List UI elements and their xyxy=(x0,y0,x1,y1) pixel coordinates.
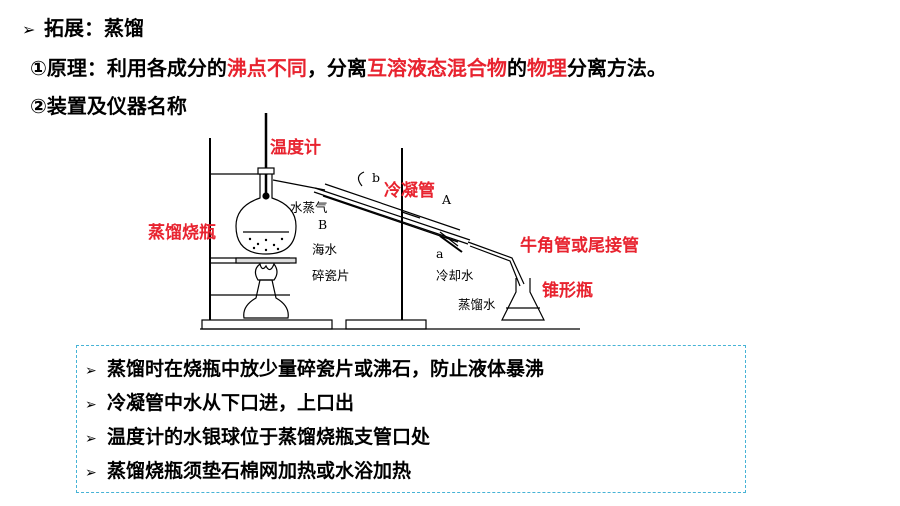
label-A: A xyxy=(441,192,452,207)
stopper xyxy=(257,167,275,175)
label-distilled-water: 蒸馏水 xyxy=(458,297,496,312)
distilling-flask xyxy=(235,174,297,255)
principle-de: 的 xyxy=(506,56,527,80)
note-text: 蒸馏时在烧瓶中放少量碎瓷片或沸石，防止液体暴沸 xyxy=(107,358,545,380)
note-text: 冷凝管中水从下口进，上口出 xyxy=(107,392,355,414)
diagram-labels: 温度计 冷凝管 蒸馏烧瓶 牛角管或尾接管 锥形瓶 水蒸气 B 海水 碎瓷片 b … xyxy=(148,137,639,312)
label-seawater: 海水 xyxy=(312,242,338,257)
condenser-tube xyxy=(313,183,471,245)
label-erlenmeyer: 锥形瓶 xyxy=(542,280,593,301)
label-B: B xyxy=(318,217,327,232)
device-heading: ②装置及仪器名称 xyxy=(30,94,187,118)
principle-boiling: 沸点不同 xyxy=(226,56,307,80)
principle-prefix: ①原理：利用各成分的 xyxy=(30,56,227,80)
label-thermometer: 温度计 xyxy=(270,137,321,158)
label-vapor: 水蒸气 xyxy=(290,200,328,215)
distillation-apparatus-diagram: 温度计 冷凝管 蒸馏烧瓶 牛角管或尾接管 锥形瓶 水蒸气 B 海水 碎瓷片 b … xyxy=(148,113,639,330)
bullet-arrow-icon: ➢ xyxy=(85,397,97,413)
label-distilling-flask: 蒸馏烧瓶 xyxy=(148,222,216,243)
wire-gauze xyxy=(235,257,297,264)
adapter-tube xyxy=(467,241,525,285)
water-outlet xyxy=(357,171,365,187)
principle-suffix: 分离方法。 xyxy=(566,56,667,80)
cooling-water-arrow xyxy=(439,235,463,253)
principle-mid: ，分离 xyxy=(306,56,367,80)
principle-mixture: 互溶液态混合物 xyxy=(366,56,507,80)
note-item: ➢ 温度计的水银球位于蒸馏烧瓶支管口处 xyxy=(85,420,745,454)
erlenmeyer-flask xyxy=(501,278,545,321)
label-adapter: 牛角管或尾接管 xyxy=(520,235,639,256)
label-chips: 碎瓷片 xyxy=(312,268,350,283)
flame xyxy=(254,262,278,281)
label-condenser: 冷凝管 xyxy=(384,180,435,201)
water-inlet xyxy=(439,231,459,247)
alcohol-lamp xyxy=(243,279,289,319)
thermometer-bulb xyxy=(262,192,270,200)
note-item: ➢ 蒸馏时在烧瓶中放少量碎瓷片或沸石，防止液体暴沸 xyxy=(85,352,745,386)
principle-line: ①原理：利用各成分的沸点不同，分离互溶液态混合物的物理分离方法。 xyxy=(30,52,667,81)
label-b: b xyxy=(372,170,380,185)
bullet-arrow-icon: ➢ xyxy=(85,363,97,379)
note-item: ➢ 蒸馏烧瓶须垫石棉网加热或水浴加热 xyxy=(85,454,745,488)
label-a: a xyxy=(436,246,444,261)
note-text: 蒸馏烧瓶须垫石棉网加热或水浴加热 xyxy=(107,460,412,482)
label-cooling-water: 冷却水 xyxy=(436,268,474,283)
title-text: 拓展：蒸馏 xyxy=(44,16,144,40)
bullet-arrow-icon: ➢ xyxy=(85,465,97,481)
stand-base-right xyxy=(345,319,427,330)
page-title: ➢ 拓展：蒸馏 xyxy=(22,12,144,41)
bullet-arrow-icon: ➢ xyxy=(85,431,97,447)
notes-box: ➢蒸馏时在烧瓶中放少量碎瓷片或沸石，防止液体暴沸 ➢冷凝管中水从下口进，上口出 … xyxy=(76,345,746,493)
stand-base-left xyxy=(201,319,333,330)
note-item: ➢ 冷凝管中水从下口进，上口出 xyxy=(85,386,745,420)
principle-physical: 物理 xyxy=(526,56,567,80)
bullet-arrow-icon: ➢ xyxy=(22,20,36,39)
note-text: 温度计的水银球位于蒸馏烧瓶支管口处 xyxy=(107,426,431,448)
